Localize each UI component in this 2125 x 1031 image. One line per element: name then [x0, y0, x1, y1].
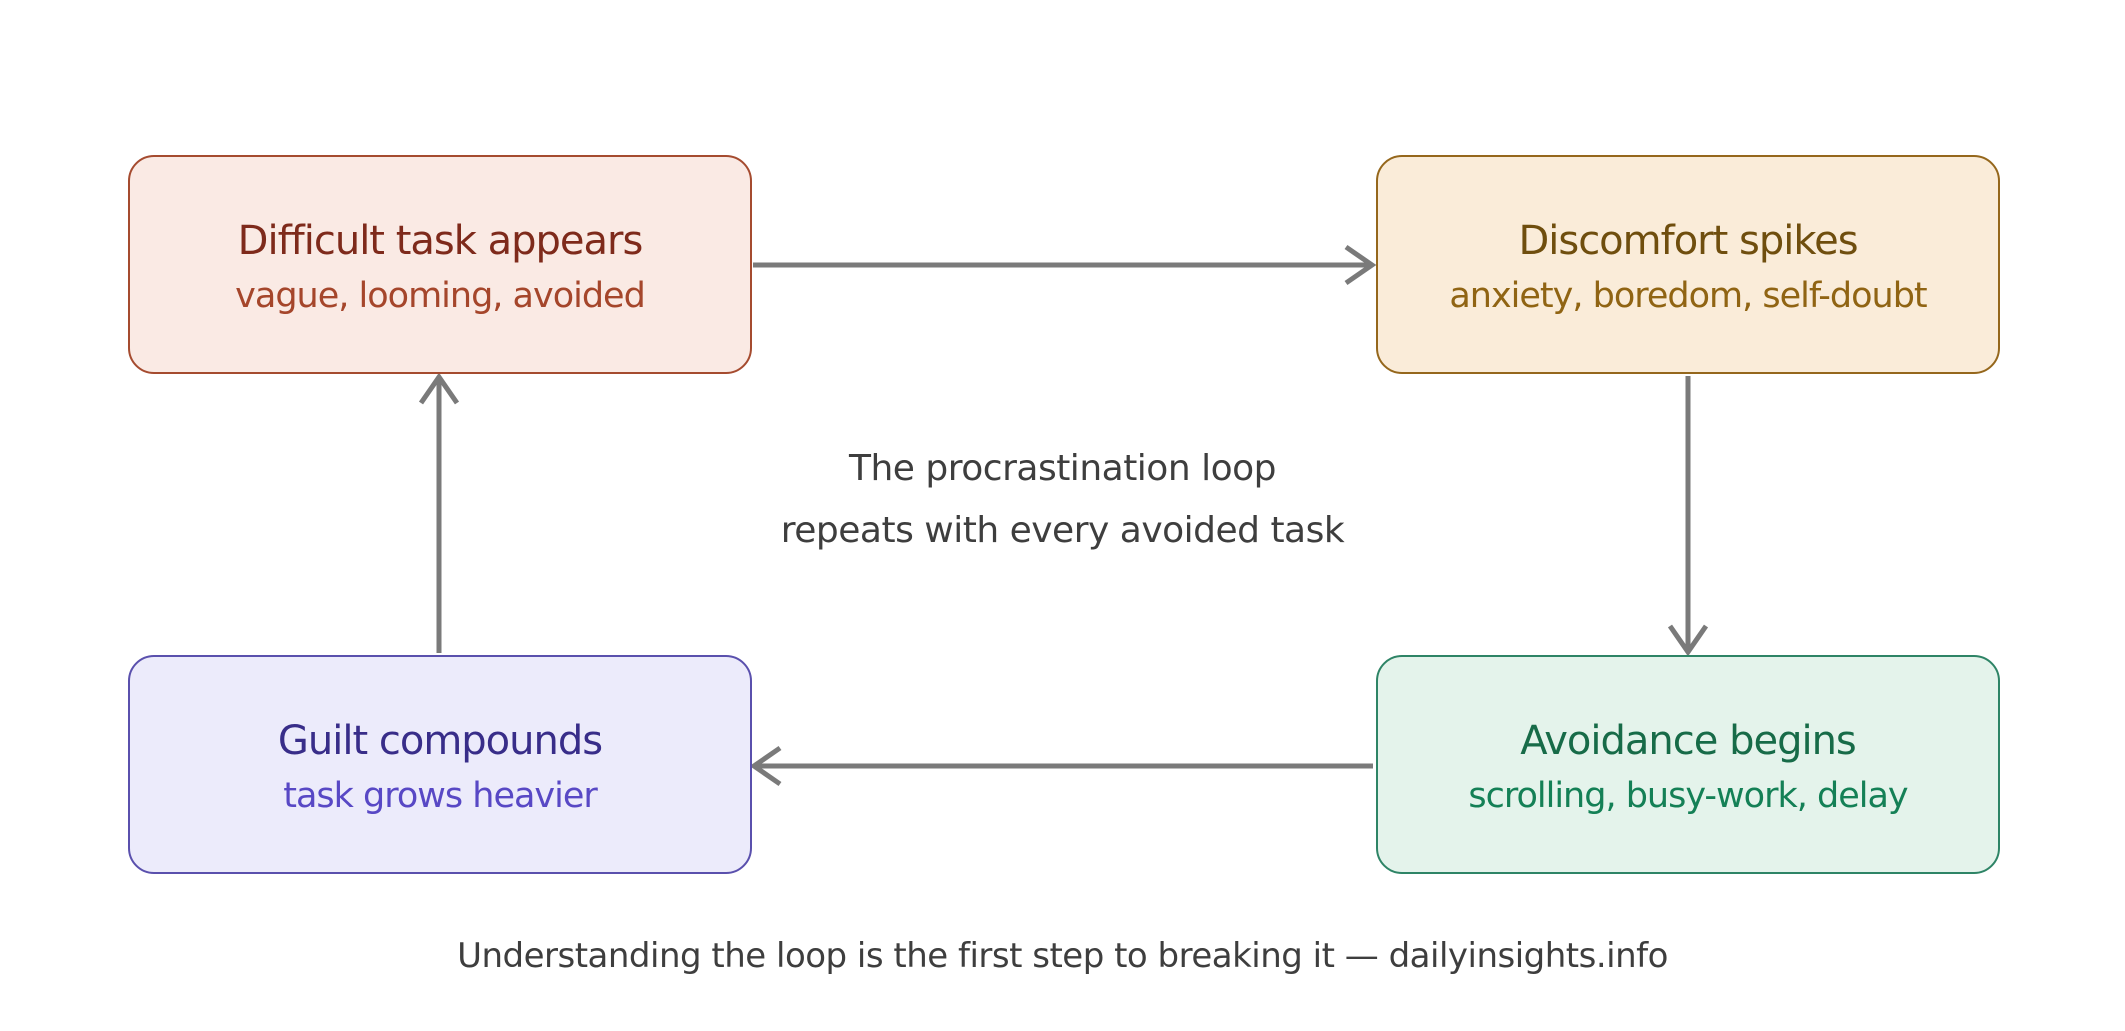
- center-label-line2: repeats with every avoided task: [780, 510, 1345, 551]
- arrowhead-left-icon: [749, 745, 782, 787]
- node-subtitle: scrolling, busy-work, delay: [1468, 776, 1908, 816]
- node-subtitle: task grows heavier: [283, 776, 598, 816]
- arrowhead-right-icon: [1344, 244, 1377, 286]
- node-title: Difficult task appears: [237, 218, 644, 264]
- node-title: Guilt compounds: [277, 718, 603, 764]
- center-label: The procrastination loop repeats with ev…: [0, 438, 2125, 562]
- node-title: Avoidance begins: [1520, 718, 1857, 764]
- arrowhead-up-icon: [418, 372, 460, 405]
- node-guilt-compounds: Guilt compounds task grows heavier: [128, 655, 752, 874]
- arrowhead-down-icon: [1667, 624, 1709, 657]
- node-subtitle: vague, looming, avoided: [235, 276, 646, 316]
- footer-caption: Understanding the loop is the first step…: [457, 936, 1668, 976]
- node-title: Discomfort spikes: [1518, 218, 1858, 264]
- node-difficult-task-appears: Difficult task appears vague, looming, a…: [128, 155, 752, 374]
- node-avoidance-begins: Avoidance begins scrolling, busy-work, d…: [1376, 655, 2000, 874]
- center-label-line1: The procrastination loop: [849, 448, 1277, 489]
- node-subtitle: anxiety, boredom, self-doubt: [1449, 276, 1927, 316]
- node-discomfort-spikes: Discomfort spikes anxiety, boredom, self…: [1376, 155, 2000, 374]
